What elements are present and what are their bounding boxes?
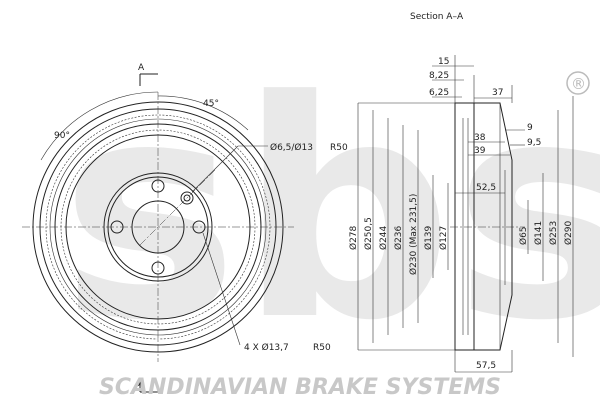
dim-d127: Ø127 xyxy=(438,226,449,250)
dim-inner-52-5: 52,5 xyxy=(476,183,496,193)
dim-top-8-25: 8,25 xyxy=(429,71,449,81)
dim-inner-39: 39 xyxy=(474,146,486,156)
dim-inner-9: 9 xyxy=(527,123,533,133)
hole-callout: Ø6,5/Ø13 xyxy=(270,142,313,153)
dim-d141: Ø141 xyxy=(533,221,544,245)
dim-d244: Ø244 xyxy=(378,225,389,250)
footer-brand: SCANDINAVIAN BRAKE SYSTEMS xyxy=(99,375,501,400)
angle-90-label: 90° xyxy=(54,131,70,141)
dim-d236: Ø236 xyxy=(393,225,404,250)
dim-bottom-57-5: 57,5 xyxy=(476,361,496,371)
front-view: A A 45° 90° Ø6,5/Ø13 R50 4 X Ø13,7 R50 xyxy=(22,63,348,393)
bolt-callout-radius: R50 xyxy=(313,343,331,353)
dim-d230: Ø230 (Max 231,5) xyxy=(408,194,419,275)
angle-45-label: 45° xyxy=(203,99,219,109)
hole-callout-radius: R50 xyxy=(330,143,348,153)
dim-d250-5: Ø250,5 xyxy=(363,217,374,250)
dim-top-6-25: 6,25 xyxy=(429,88,449,98)
dim-d290: Ø290 xyxy=(563,220,574,245)
section-view: Section A–A 15 8,25 6,25 37 38 39 9 9,5 … xyxy=(348,12,574,373)
dim-top-15: 15 xyxy=(438,57,449,67)
diameters-left: Ø278 Ø250,5 Ø244 Ø236 Ø230 (Max 231,5) Ø… xyxy=(348,194,449,275)
dim-d65: Ø65 xyxy=(518,226,529,245)
dim-d253: Ø253 xyxy=(548,221,559,245)
logo-text: sbs xyxy=(60,37,600,386)
registered-mark: ® xyxy=(566,71,590,95)
dim-inner-38: 38 xyxy=(474,133,486,143)
dim-top-37: 37 xyxy=(492,88,503,98)
bolt-callout: 4 X Ø13,7 xyxy=(244,342,289,353)
section-marker-bottom: A xyxy=(138,379,145,389)
section-title: Section A–A xyxy=(410,12,464,22)
dim-d278: Ø278 xyxy=(348,225,359,250)
dim-inner-9-5: 9,5 xyxy=(527,138,541,148)
dim-d139: Ø139 xyxy=(423,225,434,250)
sbs-logo-watermark: sbs xyxy=(60,37,600,386)
section-marker-top: A xyxy=(138,63,145,73)
diameters-right: Ø65 Ø141 Ø253 Ø290 xyxy=(518,220,574,245)
svg-text:®: ® xyxy=(571,75,586,93)
